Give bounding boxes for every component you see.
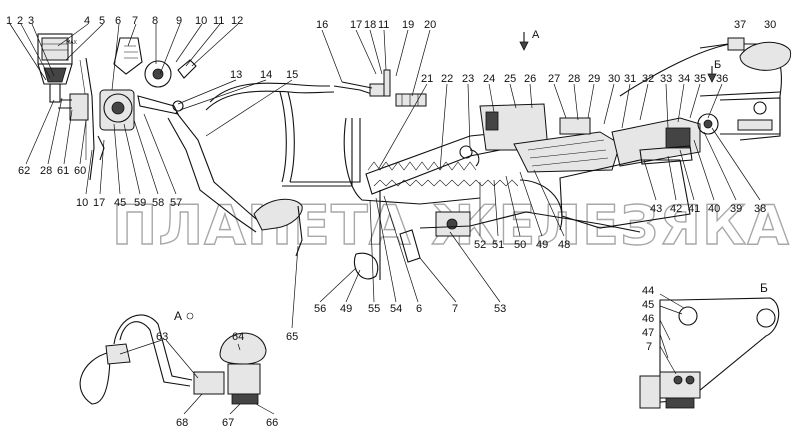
view-label-a: А	[532, 29, 540, 41]
callout-43: 43	[650, 203, 662, 215]
view-arrow-b: Б	[707, 59, 721, 83]
callout-19: 19	[402, 19, 414, 31]
callout-17: 17	[93, 197, 105, 209]
air-valve	[699, 37, 792, 71]
callout-11: 11	[213, 15, 224, 27]
callout-54: 54	[390, 303, 402, 315]
callout-45b: 45	[642, 299, 654, 311]
callout-16: 16	[316, 19, 328, 31]
callout-10: 10	[195, 15, 207, 27]
callout-63: 63	[156, 331, 168, 343]
callout-23: 23	[462, 73, 474, 85]
callout-65: 65	[286, 331, 298, 343]
callout-7c: 7	[646, 341, 652, 353]
callout-45: 45	[114, 197, 126, 209]
callout-61: 61	[57, 165, 69, 177]
callout-33: 33	[660, 73, 672, 85]
callout-41: 41	[688, 203, 700, 215]
callout-17b: 17	[350, 19, 362, 31]
callout-66: 66	[266, 417, 278, 429]
callout-62: 62	[18, 165, 30, 177]
callout-15: 15	[286, 69, 298, 81]
callout-46: 46	[642, 313, 654, 325]
pipe-fittings	[341, 69, 427, 107]
callout-30: 30	[608, 73, 620, 85]
inset-a-title: А	[174, 309, 182, 323]
callout-14: 14	[260, 69, 272, 81]
callout-53: 53	[494, 303, 506, 315]
svg-text:MAX: MAX	[66, 40, 78, 46]
callout-7b: 7	[452, 303, 458, 315]
callout-18: 18	[364, 19, 376, 31]
inset-a-marker	[186, 312, 194, 320]
callout-57: 57	[170, 197, 182, 209]
slave-cylinder-assembly	[343, 103, 719, 280]
callout-6b: 6	[416, 303, 422, 315]
callout-1: 1	[6, 15, 12, 27]
callout-8: 8	[152, 15, 158, 27]
pedal-cluster	[58, 37, 197, 181]
callout-20: 20	[424, 19, 436, 31]
callout-7: 7	[132, 15, 138, 27]
callout-37: 37	[734, 19, 746, 31]
callout-10b: 10	[76, 197, 88, 209]
callout-13: 13	[230, 69, 242, 81]
callout-56: 56	[314, 303, 326, 315]
callout-40: 40	[708, 203, 720, 215]
callout-59: 59	[134, 197, 146, 209]
callout-58: 58	[152, 197, 164, 209]
callout-36: 36	[716, 73, 728, 85]
callout-39: 39	[730, 203, 742, 215]
callout-5: 5	[99, 15, 105, 27]
callout-68: 68	[176, 417, 188, 429]
callout-47: 47	[642, 327, 654, 339]
callout-2: 2	[17, 15, 23, 27]
clutch-pedal	[167, 111, 303, 257]
callout-22: 22	[441, 73, 453, 85]
callout-4: 4	[84, 15, 90, 27]
callout-48: 48	[558, 239, 570, 251]
callout-numbers: 1 2 3 4 5 6 7 8 9 10 11 12 13 14 15 16 1…	[6, 15, 776, 429]
view-arrow-a: А	[519, 29, 540, 51]
callout-9: 9	[176, 15, 182, 27]
callout-29: 29	[588, 73, 600, 85]
callout-50: 50	[514, 239, 526, 251]
callout-64: 64	[232, 331, 244, 343]
callout-49b: 49	[340, 303, 352, 315]
callout-12: 12	[231, 15, 243, 27]
callout-30b: 30	[764, 19, 776, 31]
callout-42: 42	[670, 203, 682, 215]
leader-lines	[9, 23, 761, 415]
callout-11b: 11	[378, 19, 389, 31]
callout-67: 67	[222, 417, 234, 429]
callout-28: 28	[568, 73, 580, 85]
view-label-b: Б	[714, 59, 721, 71]
callout-25: 25	[504, 73, 516, 85]
callout-38: 38	[754, 203, 766, 215]
callout-55: 55	[368, 303, 380, 315]
callout-27: 27	[548, 73, 560, 85]
callout-35: 35	[694, 73, 706, 85]
callout-28b: 28	[40, 165, 52, 177]
fluid-reservoir: MAX	[37, 33, 78, 103]
callout-21: 21	[421, 73, 433, 85]
callout-44: 44	[642, 285, 654, 297]
callout-60: 60	[74, 165, 86, 177]
inset-b	[639, 297, 780, 409]
callout-26: 26	[524, 73, 536, 85]
return-springs	[367, 161, 519, 187]
callout-32: 32	[642, 73, 654, 85]
inset-a	[79, 314, 267, 405]
callout-6: 6	[115, 15, 121, 27]
inset-b-title: Б	[760, 281, 768, 295]
callout-24: 24	[483, 73, 495, 85]
callout-52: 52	[474, 239, 486, 251]
callout-51: 51	[492, 239, 504, 251]
callout-34: 34	[678, 73, 690, 85]
callout-49: 49	[536, 239, 548, 251]
callout-31: 31	[624, 73, 636, 85]
callout-3: 3	[28, 15, 34, 27]
